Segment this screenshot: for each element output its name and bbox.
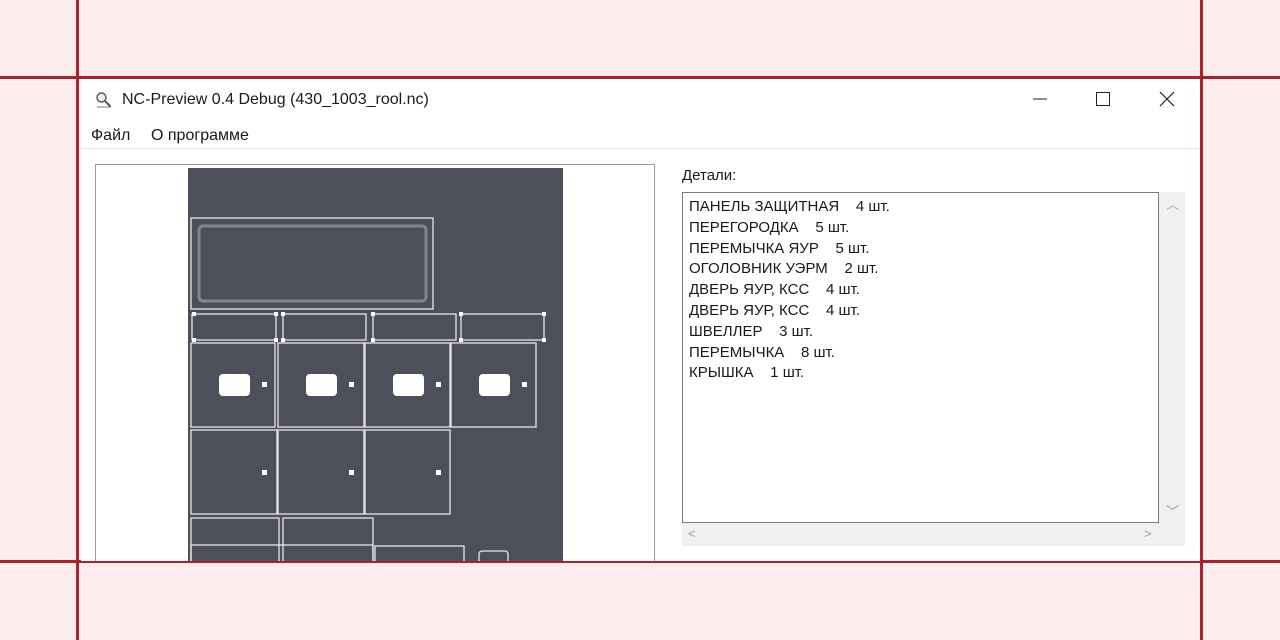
part-outline xyxy=(460,313,545,341)
close-icon xyxy=(1159,91,1175,112)
cutout-window xyxy=(393,374,424,396)
part-outline xyxy=(364,429,451,515)
part-outline xyxy=(277,429,365,515)
node-marker xyxy=(274,312,278,316)
part-outline xyxy=(478,550,509,561)
node-marker xyxy=(192,338,196,342)
app-window: NC-Preview 0.4 Debug (430_1003_rool.nc) … xyxy=(81,79,1200,561)
cutout-hole xyxy=(262,382,267,387)
details-listbox[interactable]: ПАНЕЛЬ ЗАЩИТНАЯ 4 шт. ПЕРЕГОРОДКА 5 шт. … xyxy=(682,192,1185,546)
list-item: ПЕРЕМЫЧКА 8 шт. xyxy=(689,343,835,361)
maximize-button[interactable] xyxy=(1071,79,1135,123)
list-item: ШВЕЛЛЕР 3 шт. xyxy=(689,322,814,340)
scroll-right-icon[interactable]: > xyxy=(1144,526,1152,541)
part-outline xyxy=(190,544,374,561)
cutout-hole xyxy=(349,470,354,475)
part-outline xyxy=(190,342,276,428)
part-outline xyxy=(372,313,457,341)
nc-preview-panel[interactable] xyxy=(95,164,655,561)
vertical-scrollbar[interactable]: ︿ ﹀ xyxy=(1159,192,1185,523)
cutout-window xyxy=(306,374,337,396)
window-title: NC-Preview 0.4 Debug (430_1003_rool.nc) xyxy=(122,91,429,108)
node-marker xyxy=(371,338,375,342)
minimize-button[interactable] xyxy=(1008,79,1072,123)
list-item: ПАНЕЛЬ ЗАЩИТНАЯ 4 шт. xyxy=(689,198,890,215)
node-marker xyxy=(371,312,375,316)
cutout-hole xyxy=(349,382,354,387)
node-marker xyxy=(192,312,196,316)
node-marker xyxy=(274,338,278,342)
node-marker xyxy=(281,312,285,316)
node-marker xyxy=(281,338,285,342)
cutout-hole xyxy=(436,382,441,387)
details-label: Детали: xyxy=(682,167,737,184)
node-marker xyxy=(542,312,546,316)
minimize-icon xyxy=(1032,91,1048,112)
list-item: КРЫШКА 1 шт. xyxy=(689,364,805,382)
cutout-hole xyxy=(436,470,441,475)
list-item: ПЕРЕГОРОДКА 5 шт. xyxy=(689,218,850,236)
part-outline xyxy=(364,342,451,428)
part-outline xyxy=(277,342,365,428)
menu-about[interactable]: О программе xyxy=(151,127,249,144)
scroll-down-icon[interactable]: ﹀ xyxy=(1166,504,1180,519)
node-marker xyxy=(459,312,463,316)
menu-file[interactable]: Файл xyxy=(91,127,131,144)
part-inner-outline xyxy=(197,224,428,303)
guide-line-vertical-right xyxy=(1200,0,1203,640)
details-list[interactable]: ПАНЕЛЬ ЗАЩИТНАЯ 4 шт. ПЕРЕГОРОДКА 5 шт. … xyxy=(682,192,1159,523)
close-button[interactable] xyxy=(1135,79,1199,123)
title-bar[interactable]: NC-Preview 0.4 Debug (430_1003_rool.nc) xyxy=(81,79,1200,123)
part-outline xyxy=(450,342,537,428)
part-outline xyxy=(374,545,465,561)
magnifier-icon xyxy=(95,91,113,109)
menu-bar: Файл О программе xyxy=(81,125,1200,147)
guide-line-horizontal-bottom xyxy=(0,560,1280,563)
node-marker xyxy=(459,338,463,342)
list-item: ПЕРЕМЫЧКА ЯУР 5 шт. xyxy=(689,239,870,257)
node-marker xyxy=(542,338,546,342)
list-item: ДВЕРЬ ЯУР, КСС 4 шт. xyxy=(689,301,860,319)
cutout-hole xyxy=(262,470,267,475)
horizontal-scrollbar[interactable]: < > xyxy=(682,523,1159,546)
list-item: ДВЕРЬ ЯУР, КСС 4 шт. xyxy=(689,281,860,299)
menu-divider xyxy=(81,148,1200,149)
list-item: ОГОЛОВНИК УЭРМ 2 шт. xyxy=(689,260,879,278)
maximize-icon xyxy=(1095,91,1111,112)
guide-line-horizontal-top xyxy=(0,76,1280,79)
scroll-left-icon[interactable]: < xyxy=(688,526,696,541)
part-outline xyxy=(282,313,367,341)
part-outline xyxy=(190,217,434,310)
scroll-up-icon[interactable]: ︿ xyxy=(1166,197,1180,212)
cutout-window xyxy=(479,374,510,396)
cutout-hole xyxy=(522,382,527,387)
guide-line-vertical-left xyxy=(76,0,79,640)
cutout-window xyxy=(219,374,250,396)
nesting-sheet xyxy=(188,168,563,561)
part-outline xyxy=(190,429,278,515)
part-outline xyxy=(191,313,277,341)
